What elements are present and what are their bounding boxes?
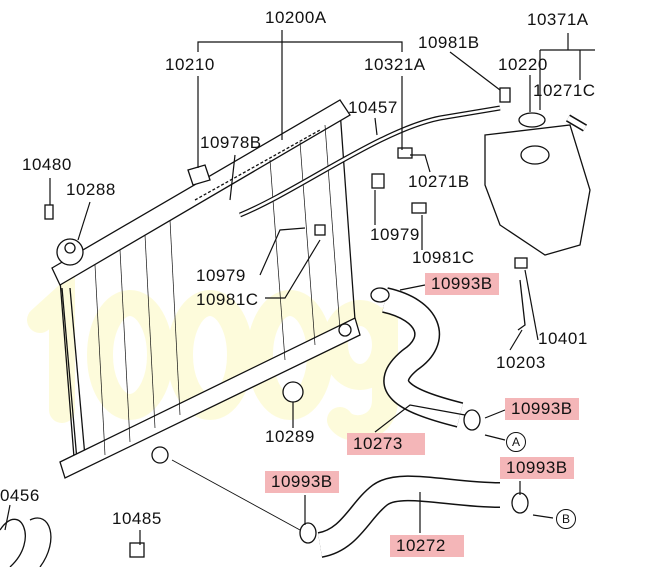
label-10480[interactable]: 10480	[22, 155, 72, 174]
label-10203[interactable]: 10203	[496, 353, 546, 372]
label-10981B[interactable]: 10981B	[418, 33, 480, 52]
label-10979-right[interactable]: 10979	[370, 225, 420, 244]
radiator	[51, 99, 361, 479]
label-10457[interactable]: 10457	[348, 98, 398, 117]
marker-a: A	[506, 432, 526, 452]
label-10288[interactable]: 10288	[66, 180, 116, 199]
label-10289[interactable]: 10289	[265, 427, 315, 446]
label-10321A[interactable]: 10321A	[364, 55, 426, 74]
label-10200A[interactable]: 10200A	[265, 8, 327, 27]
label-10271C[interactable]: 10271C	[533, 81, 596, 100]
label-10993B-clamp-mid-right[interactable]: 10993B	[505, 398, 579, 420]
label-10220[interactable]: 10220	[498, 55, 548, 74]
label-10371A[interactable]: 10371A	[527, 10, 589, 29]
label-10978B[interactable]: 10978B	[200, 133, 262, 152]
label-10401[interactable]: 10401	[538, 329, 588, 348]
label-10981C-right[interactable]: 10981C	[412, 248, 475, 267]
label-10993B-clamp-lower-right[interactable]: 10993B	[500, 457, 574, 479]
label-10271B[interactable]: 10271B	[408, 172, 470, 191]
label-10485[interactable]: 10485	[112, 509, 162, 528]
label-10272-hose-lower[interactable]: 10272	[390, 535, 464, 557]
label-10210[interactable]: 10210	[165, 55, 215, 74]
label-10993B-clamp-top[interactable]: 10993B	[425, 273, 499, 295]
label-10979-left[interactable]: 10979	[196, 266, 246, 285]
label-10273-hose-upper[interactable]: 10273	[347, 433, 425, 455]
label-10456[interactable]: 10456	[0, 486, 40, 505]
watermark-graphic	[27, 270, 398, 442]
marker-b: B	[556, 509, 576, 529]
label-10993B-clamp-lower-left[interactable]: 10993B	[265, 471, 339, 493]
label-10981C-left[interactable]: 10981C	[196, 290, 259, 309]
